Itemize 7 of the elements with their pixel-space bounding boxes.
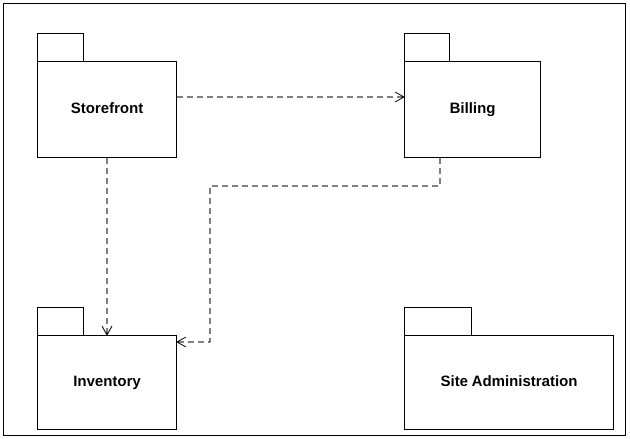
package-name: Storefront — [70, 99, 144, 120]
dependency-arrow — [176, 158, 440, 348]
dependency-arrow — [102, 158, 112, 336]
dependency-arrow — [176, 92, 404, 102]
package-name: Site Administration — [440, 372, 578, 392]
package-name: Inventory — [73, 372, 141, 392]
package-name: Billing — [450, 99, 496, 120]
